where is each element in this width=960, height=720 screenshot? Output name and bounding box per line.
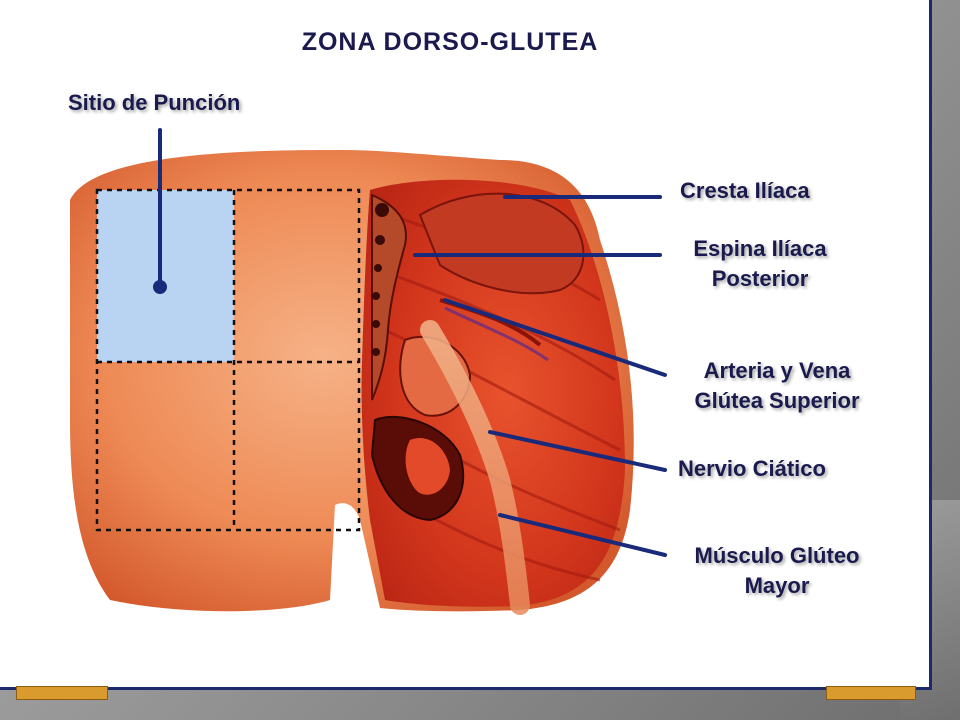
label-gluteus-maximus: Músculo Glúteo Mayor: [672, 543, 882, 599]
footer-accent-right: [826, 686, 916, 700]
puncture-point: [153, 280, 167, 294]
slide-title: ZONA DORSO-GLUTEA: [301, 28, 599, 56]
quadrant-grid: [95, 188, 361, 532]
label-posterior-iliac-spine: Espina Ilíaca Posterior: [665, 236, 855, 292]
leader-sciatic-nerve: [488, 430, 667, 472]
leader-lines: [158, 128, 667, 557]
label-artery-vein-line1: Arteria y Vena: [703, 358, 851, 383]
label-posterior-iliac-spine-line1: Espina Ilíaca: [693, 236, 827, 261]
slide: ZONA DORSO-GLUTEA: [0, 0, 932, 690]
leader-artery-vein: [443, 298, 667, 377]
upper-outer-quadrant: [97, 190, 234, 362]
anatomy-region: [361, 179, 625, 615]
label-artery-vein-line2: Glútea Superior: [694, 388, 860, 413]
label-iliac-crest: Cresta Ilíaca: [680, 178, 810, 203]
label-artery-vein: Arteria y Vena Glútea Superior: [672, 358, 882, 414]
label-puncture-site: Sitio de Punción: [68, 90, 241, 115]
label-sciatic-nerve: Nervio Ciático: [678, 456, 826, 481]
footer-accent-left: [16, 686, 108, 700]
label-posterior-iliac-spine-line2: Posterior: [711, 266, 809, 291]
label-gluteus-maximus-line2: Mayor: [744, 573, 810, 598]
label-gluteus-maximus-line1: Músculo Glúteo: [694, 543, 860, 568]
gluteal-illustration: [70, 128, 667, 615]
leader-gluteus-maximus: [498, 513, 667, 557]
